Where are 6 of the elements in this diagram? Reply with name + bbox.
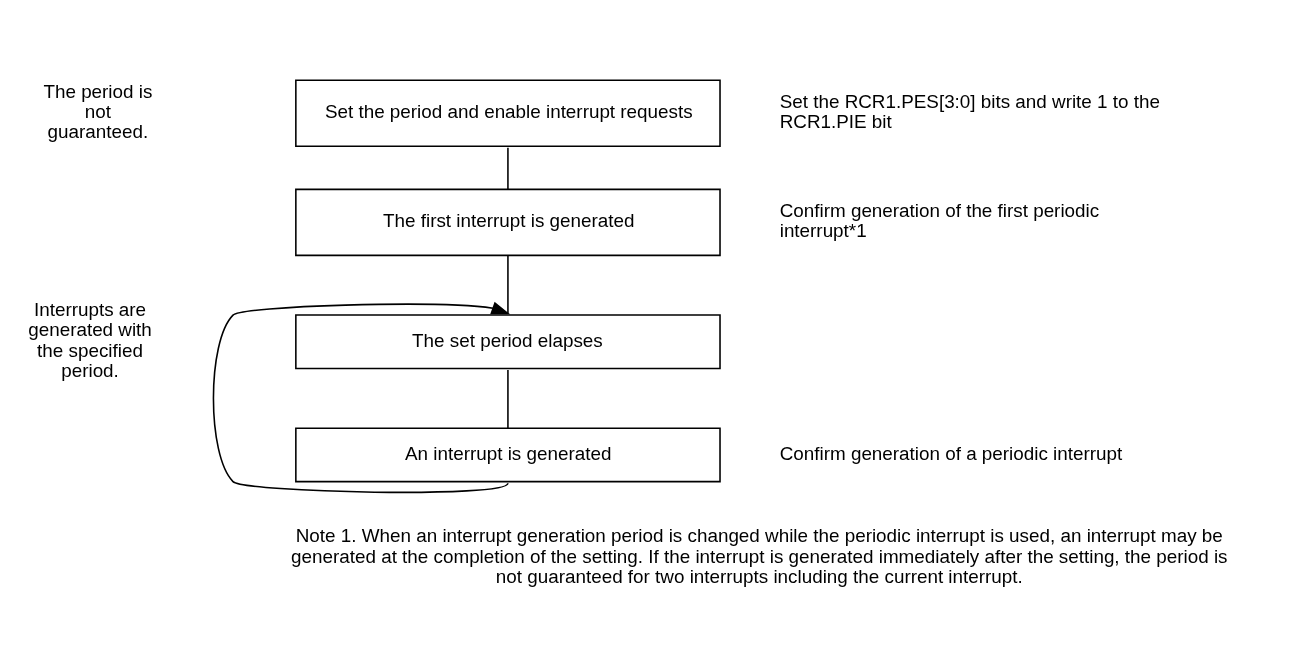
label: Interrupts are generated with the specified period.: [28, 299, 152, 382]
node-label: Set the RCR1.PES[3:0] bits and write 1 to the RCR1.PIE bit: [779, 90, 1160, 133]
node-label: Confirm generation of the first periodic interrupt*1: [779, 200, 1100, 242]
label: Note 1. When an interrupt generation period is changed while the periodic interrupt is used, an interrupt may be generated at the completion of the setting. If the interrupt is generated immediately after the setting, the period is not guaranteed for two interrupts including the current interrupt.: [291, 525, 1228, 588]
label: The period is not guaranteed.: [43, 80, 153, 143]
node-label: Confirm generation of a periodic interrupt: [779, 442, 1123, 464]
